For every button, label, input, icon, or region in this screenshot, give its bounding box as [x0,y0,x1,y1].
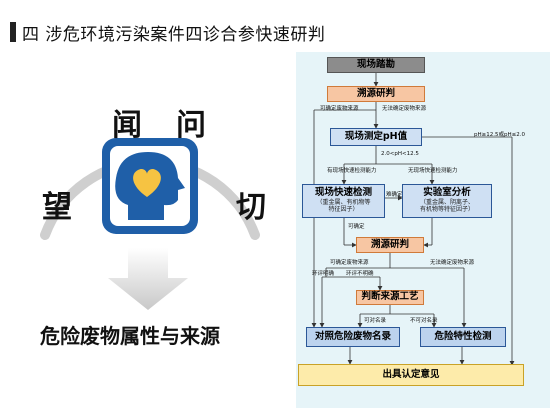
node-rapid-test-sub1: （重金属、有机物等 [316,198,371,206]
char-wen-ask: 问 [176,108,206,143]
label-cannot-source-2: 无法确定废物来源 [430,260,475,266]
node-lab-analysis-sub2: 有机物等特征因子） [419,206,474,214]
node-rapid-test: 现场快速检测 （重金属、有机物等 特征因子） [302,184,385,218]
label-listed: 可对名录 [364,318,387,324]
label-has-rapid: 有现场快速检测能力 [327,168,377,174]
page-title: 四 涉危环境污染案件四诊合参快速研判 [22,25,326,45]
node-lab-analysis-label: 实验室分析 [423,186,471,198]
node-final-opinion-label: 出具认定意见 [382,368,440,380]
label-eia-unclear: 环评不明确 [346,271,374,277]
title-marker [10,22,16,42]
node-check-waste-list-label: 对照危险废物名录 [314,330,391,342]
node-lab-analysis-sub1: （重金属、阴离子、 [419,198,474,206]
node-trace-analysis-2-label: 溯源研判 [370,238,409,250]
label-ph-mid: 2.0<pH<12.5 [381,151,419,157]
node-hazard-test-label: 危险特性检测 [434,330,492,342]
waste-attribute-caption: 危险废物属性与来源 [40,324,220,348]
char-wang: 望 [42,190,72,225]
node-ph-test-label: 现场测定pH值 [344,130,408,142]
flowchart-background [296,52,550,408]
node-site-survey: 现场踏勘 [327,57,425,73]
node-ph-test: 现场测定pH值 [330,128,422,146]
label-can-confirm: 可确定 [348,224,365,230]
label-eia-clear: 环评明确 [312,271,335,277]
label-ph-high: pH≥12.5或pH≤2.0 [474,132,525,138]
node-source-process-label: 判断来源工艺 [361,291,419,303]
label-hard-to-confirm: 难确定 [386,192,403,198]
down-arrow-icon [108,248,188,310]
four-diagnosis-illustration: 望 闻 问 切 危险废物属性与来源 [0,60,300,420]
node-check-waste-list: 对照危险废物名录 [306,327,400,347]
label-can-source: 可确定废物来源 [320,106,359,112]
node-trace-analysis-2: 溯源研判 [356,237,424,253]
node-site-survey-label: 现场踏勘 [356,58,395,70]
label-can-source-2: 可确定废物来源 [330,260,369,266]
node-trace-analysis-1-label: 溯源研判 [356,87,395,99]
node-source-process: 判断来源工艺 [356,290,424,305]
label-no-rapid: 无现场快速检测能力 [408,168,458,174]
node-rapid-test-label: 现场快速检测 [314,186,372,198]
node-lab-analysis: 实验室分析 （重金属、阴离子、 有机物等特征因子） [402,184,492,218]
char-qie: 切 [236,190,266,225]
label-cannot-source: 无法确定废物来源 [382,106,427,112]
char-wen-listen: 闻 [112,108,142,143]
heart-icon [133,168,161,197]
node-hazard-test: 危险特性检测 [420,327,506,347]
node-rapid-test-sub2: 特征因子） [328,206,359,214]
node-trace-analysis-1: 溯源研判 [327,86,425,102]
illustration-graphic [40,138,260,310]
node-final-opinion: 出具认定意见 [298,364,524,386]
label-not-listed: 不可对名录 [410,318,438,324]
